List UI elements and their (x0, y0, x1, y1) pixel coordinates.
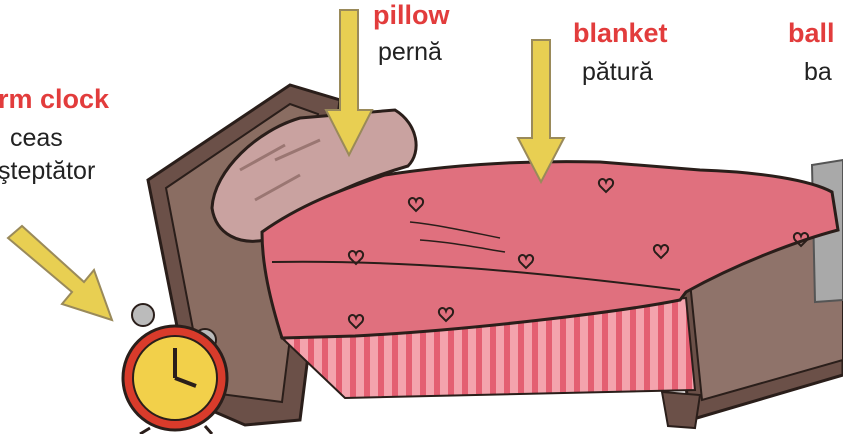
alarm-clock-label-romanian-line2: şteptător (0, 159, 95, 184)
pillow-label-english: pillow (373, 2, 450, 29)
blanket-label-romanian: pătură (582, 60, 653, 85)
alarm-clock-label-romanian-line1: ceas (10, 126, 63, 151)
ball-label-romanian: ba (804, 60, 832, 85)
blanket-label-english: blanket (573, 20, 668, 47)
pillow-label-romanian: pernă (378, 40, 442, 65)
arrow-alarm-clock (8, 226, 112, 320)
ball-label-english: ball (788, 20, 835, 47)
alarm-clock-label-english: rm clock (0, 86, 109, 113)
